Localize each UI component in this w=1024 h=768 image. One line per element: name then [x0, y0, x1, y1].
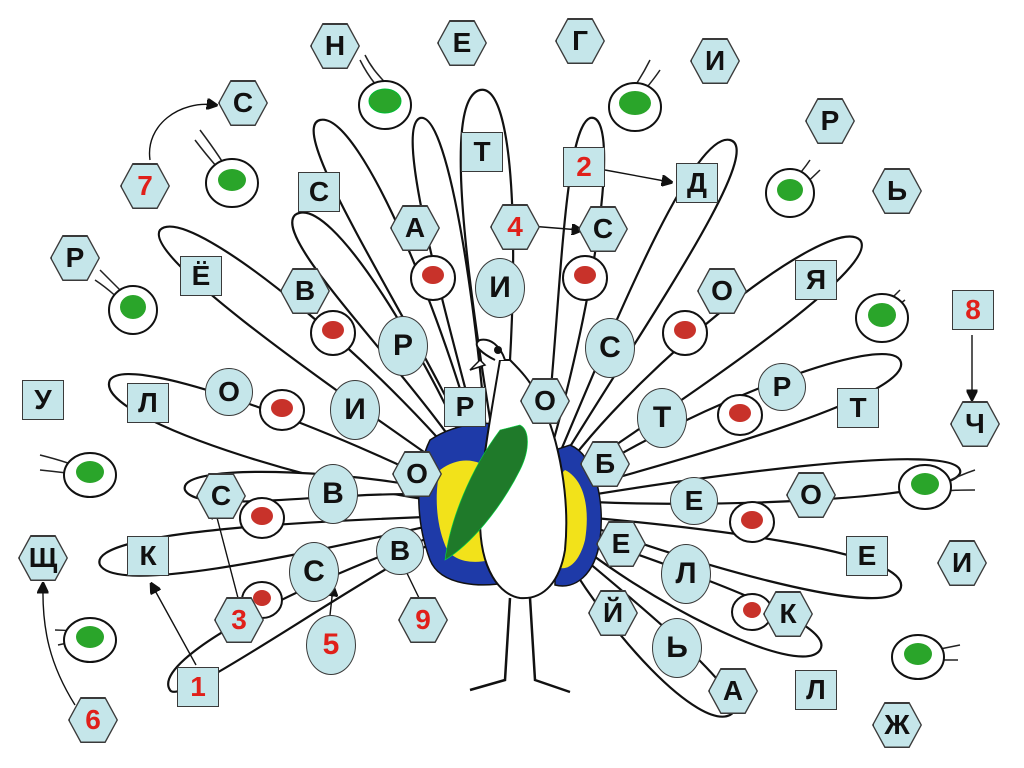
tile-letter: О — [521, 379, 569, 423]
number-tile[interactable]: 8 — [952, 290, 994, 330]
oval-tile[interactable]: Е — [670, 477, 718, 525]
green-eyes — [63, 80, 952, 680]
tile-letter: Е — [438, 21, 486, 65]
oval-tile[interactable]: В — [308, 464, 358, 524]
arrow-1 — [152, 585, 197, 666]
tile-letter: Ь — [873, 169, 921, 213]
arrow-5 — [330, 588, 333, 616]
hex-tile[interactable]: О — [392, 451, 442, 497]
tile-letter: К — [764, 592, 812, 636]
hex-tile[interactable]: Н — [310, 23, 360, 69]
tile-letter: С — [579, 207, 627, 251]
tile-letter: С — [197, 474, 245, 518]
arrow-2 — [604, 169, 670, 182]
tile-letter: В — [281, 269, 329, 313]
hex-tile[interactable]: 4 — [490, 204, 540, 250]
tile-letter: О — [787, 473, 835, 517]
tile-number: 4 — [491, 205, 539, 249]
tile-letter: Щ — [19, 536, 67, 580]
tile-letter: Ж — [873, 703, 921, 747]
square-tile[interactable]: Т — [461, 132, 503, 172]
square-tile[interactable]: С — [298, 172, 340, 212]
number-tile[interactable]: 1 — [177, 667, 219, 707]
oval-tile[interactable]: Р — [758, 363, 806, 411]
feather-l2 — [98, 513, 481, 577]
hex-tile[interactable]: Е — [437, 20, 487, 66]
square-tile[interactable]: У — [22, 380, 64, 420]
tile-letter: О — [698, 269, 746, 313]
arrow-6 — [43, 585, 76, 706]
tile-letter: Б — [581, 442, 629, 486]
tile-letter: С — [219, 81, 267, 125]
hex-tile[interactable]: С — [218, 80, 268, 126]
hex-tile[interactable]: В — [280, 268, 330, 314]
tile-letter: Ч — [951, 402, 999, 446]
square-tile[interactable]: Т — [837, 388, 879, 428]
tile-number: 6 — [69, 698, 117, 742]
hex-tile[interactable]: О — [786, 472, 836, 518]
tile-letter: О — [393, 452, 441, 496]
tile-letter: И — [691, 39, 739, 83]
hex-tile[interactable]: 3 — [214, 597, 264, 643]
square-tile[interactable]: Е — [846, 536, 888, 576]
hex-tile[interactable]: А — [390, 205, 440, 251]
number-tile[interactable]: 2 — [563, 147, 605, 187]
tile-letter: Й — [589, 591, 637, 635]
square-tile[interactable]: Ё — [180, 256, 222, 296]
arrow-3 — [215, 510, 239, 599]
tile-letter: Р — [51, 236, 99, 280]
tile-number: 3 — [215, 598, 263, 642]
tile-letter: А — [391, 206, 439, 250]
oval-tile[interactable]: Т — [637, 388, 687, 448]
tile-letter: Е — [597, 522, 645, 566]
oval-tile[interactable]: С — [585, 318, 635, 378]
tile-number: 9 — [399, 598, 447, 642]
arrow-7 — [148, 104, 215, 161]
tile-letter: А — [709, 669, 757, 713]
oval-tile[interactable]: И — [330, 380, 380, 440]
hex-tile[interactable]: 9 — [398, 597, 448, 643]
peacock-body — [418, 338, 602, 694]
square-tile[interactable]: Д — [676, 163, 718, 203]
oval-tile[interactable]: Р — [378, 316, 428, 376]
hex-tile[interactable]: Р — [50, 235, 100, 281]
square-tile[interactable]: Л — [127, 383, 169, 423]
square-tile[interactable]: К — [127, 536, 169, 576]
tile-letter: Н — [311, 24, 359, 68]
oval-tile[interactable]: В — [376, 527, 424, 575]
tile-number: 7 — [121, 164, 169, 208]
oval-tile[interactable]: Л — [661, 544, 711, 604]
oval-tile[interactable]: С — [289, 542, 339, 602]
tile-letter: И — [938, 541, 986, 585]
oval-tile[interactable]: О — [205, 368, 253, 416]
oval-tile[interactable]: И — [475, 258, 525, 318]
hex-tile[interactable]: 6 — [68, 697, 118, 743]
oval-tile[interactable]: Ь — [652, 618, 702, 678]
square-tile[interactable]: Р — [444, 387, 486, 427]
tile-letter: Р — [806, 99, 854, 143]
number-tile[interactable]: 5 — [306, 615, 356, 675]
tile-letter: Г — [556, 19, 604, 63]
hex-tile[interactable]: Щ — [18, 535, 68, 581]
square-tile[interactable]: Я — [795, 260, 837, 300]
square-tile[interactable]: Л — [795, 670, 837, 710]
